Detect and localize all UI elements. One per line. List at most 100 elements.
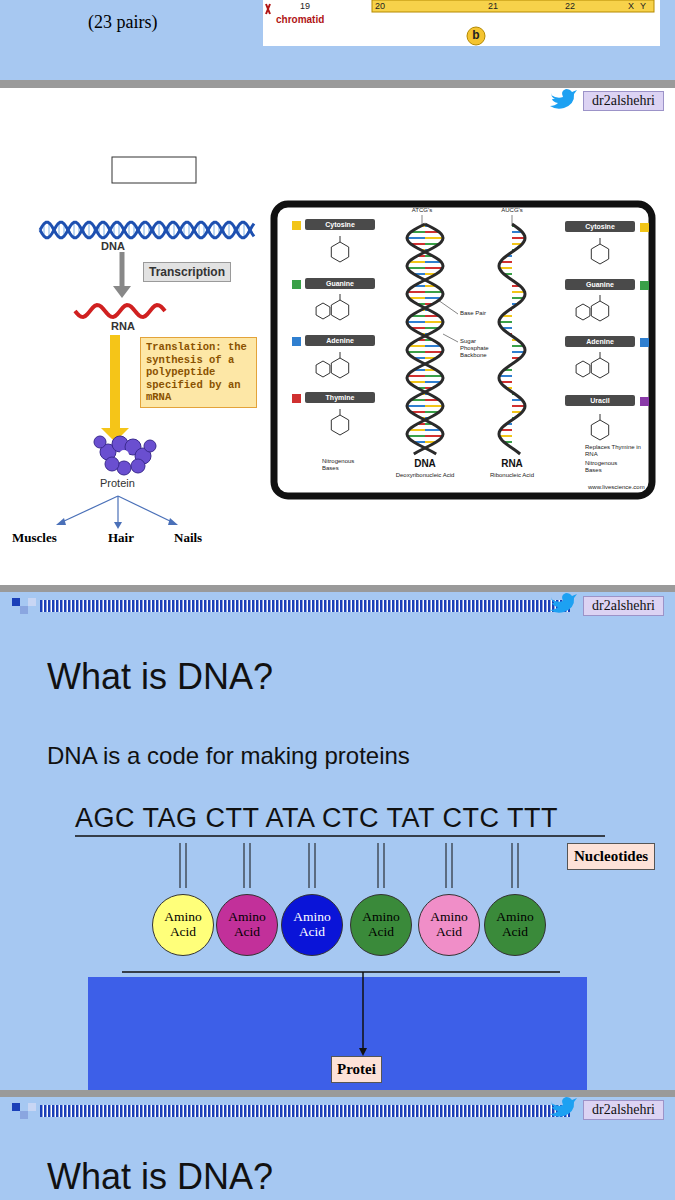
helix-rung xyxy=(214,222,215,238)
molecule-sketch xyxy=(316,361,330,377)
nucleotide-links xyxy=(180,843,518,888)
helix-rung xyxy=(425,375,443,377)
helix-rung xyxy=(425,435,443,437)
molecule-sketch xyxy=(576,304,590,320)
base-swatch xyxy=(640,338,649,347)
molecule-label: RNA xyxy=(111,320,135,332)
base-swatch xyxy=(640,397,649,406)
node-text: Nucleotides xyxy=(574,848,648,865)
helix-rung xyxy=(499,321,512,323)
chromosome-number: 21 xyxy=(488,1,498,11)
base-swatch xyxy=(640,223,649,232)
arrowhead xyxy=(113,286,131,298)
tick xyxy=(512,843,513,888)
illustration-frame xyxy=(274,204,652,496)
molecule-sketch xyxy=(331,300,348,320)
tick xyxy=(446,843,447,888)
empty-box xyxy=(112,157,196,183)
helix-rung xyxy=(425,237,443,239)
helix-rung xyxy=(425,291,443,293)
slide-bg xyxy=(0,0,675,80)
helix-rung xyxy=(407,405,425,407)
tick xyxy=(244,843,245,888)
molecule-label: DNA xyxy=(414,458,436,469)
helix-rung xyxy=(174,222,175,238)
helix-rung xyxy=(407,321,425,323)
molecule-sketch xyxy=(600,295,601,301)
node-text: Amino Acid xyxy=(217,910,277,940)
slide-text: DNA is a code for making proteins xyxy=(47,742,410,770)
helix-rung xyxy=(512,405,525,407)
leader-line xyxy=(443,334,458,342)
molecule-label: DNA xyxy=(101,240,125,252)
base-swatch xyxy=(292,221,301,230)
part-label: AUCG's xyxy=(501,207,522,214)
molecule-name: Deoxyribonucleic Acid xyxy=(396,472,455,479)
molecule-sketch xyxy=(340,352,341,358)
arrowhead xyxy=(359,1048,367,1056)
protein-panel xyxy=(88,977,587,1090)
process-box: Transcription xyxy=(143,262,231,282)
slide-bg xyxy=(0,88,675,585)
branch-heads xyxy=(56,518,178,529)
part-label: chromatid xyxy=(276,14,324,25)
part-label: Base Pair xyxy=(460,310,486,317)
molecule-sketch xyxy=(316,303,330,319)
tick xyxy=(186,843,187,888)
node-text: Transcription xyxy=(149,265,225,279)
node-text: Translation: the synthesis of a polypept… xyxy=(146,341,251,404)
chromosome-number: 19 xyxy=(300,1,310,11)
helix-rung xyxy=(89,222,90,238)
handle-badge: dr2alshehri xyxy=(583,1100,664,1120)
helix-strand xyxy=(40,222,254,238)
node-text: Amino Acid xyxy=(153,910,213,940)
product-label: Nails xyxy=(174,530,202,546)
base-tag: Guanine xyxy=(565,279,635,290)
label-box: Nucleotides xyxy=(567,843,655,870)
base-swatch xyxy=(640,281,649,290)
slide-title: What is DNA? xyxy=(47,656,273,698)
tick xyxy=(309,843,310,888)
amino-acid-circle: Amino Acid xyxy=(418,894,480,956)
header-stripe xyxy=(40,1105,570,1117)
helix-rung xyxy=(407,291,425,293)
chromosome-number: 20 xyxy=(375,1,385,11)
molecule-sketch xyxy=(331,242,348,262)
node-text: Amino Acid xyxy=(419,910,479,940)
helix-rung xyxy=(229,222,230,238)
base-tag: Adenine xyxy=(565,336,635,347)
leader-line xyxy=(512,215,513,224)
helix-strand xyxy=(499,224,525,454)
bird-icon xyxy=(550,593,577,613)
part-label: Nitrogenous Bases xyxy=(585,460,630,474)
helix-strand xyxy=(407,224,443,454)
molecule-sketch xyxy=(600,414,601,420)
leader-line xyxy=(438,300,458,314)
bird-icon xyxy=(550,89,577,109)
panel-letter-circle xyxy=(467,27,485,45)
base-tag: Guanine xyxy=(305,278,375,289)
helix-rung xyxy=(425,321,443,323)
header-squares xyxy=(12,598,36,614)
amino-acid-circle: Amino Acid xyxy=(152,894,214,956)
molecule-sketch xyxy=(340,294,341,300)
slide-title: What is DNA? xyxy=(47,1156,273,1198)
amino-acid-circle: Amino Acid xyxy=(350,894,412,956)
helix-strand xyxy=(407,224,443,454)
part-label: Sugar Phosphate Backbone xyxy=(460,338,505,359)
amino-acid-circle: Amino Acid xyxy=(484,894,546,956)
tick xyxy=(315,843,316,888)
node-text: Protei xyxy=(337,1061,376,1078)
slide-bg xyxy=(0,592,675,1090)
tick xyxy=(378,843,379,888)
node-text: Amino Acid xyxy=(282,910,342,940)
base-tag: Adenine xyxy=(305,335,375,346)
amino-acid-circle: Amino Acid xyxy=(216,894,278,956)
part-label: Nitrogenous Bases xyxy=(322,458,367,472)
karyotype-panel xyxy=(263,0,660,46)
flow-arrow xyxy=(110,335,120,430)
source-credit: www.livescience.com xyxy=(588,484,645,491)
karyotype-band xyxy=(372,0,654,12)
helix-rung xyxy=(407,267,425,269)
product-label: Hair xyxy=(108,530,134,546)
